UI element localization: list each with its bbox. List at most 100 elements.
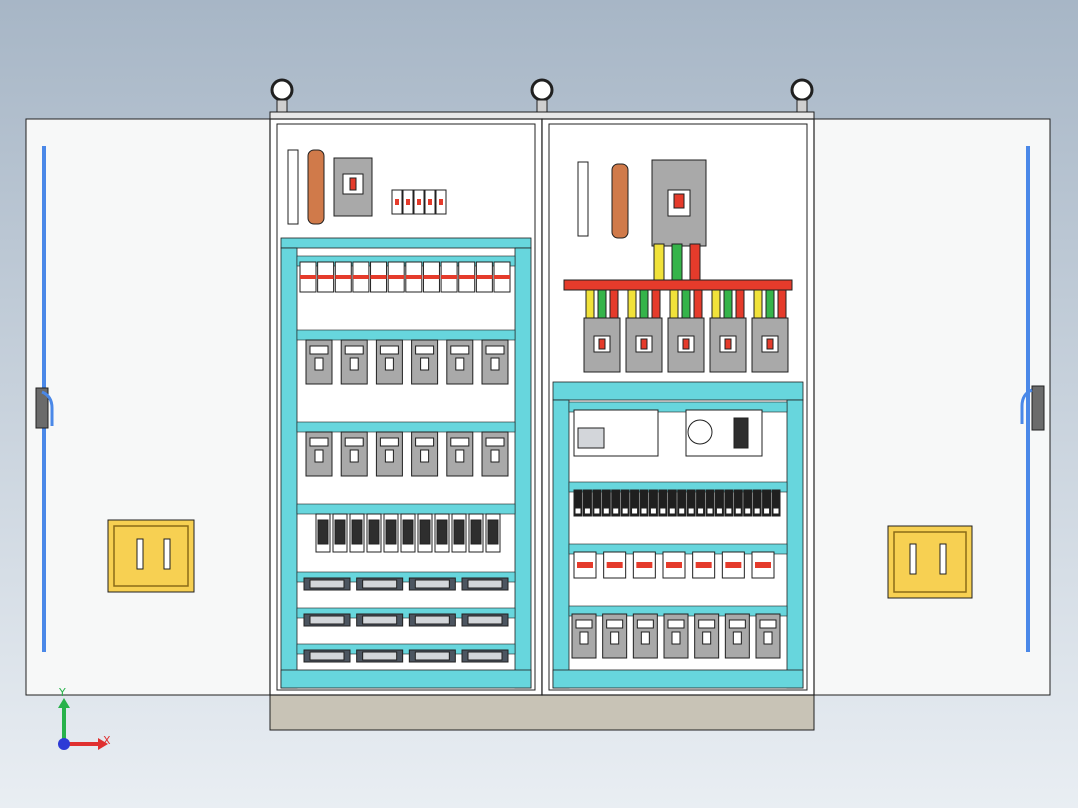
small-breaker-7[interactable] [751,551,775,579]
terminal-12[interactable] [493,261,511,293]
right-incoming-breaker[interactable] [651,159,707,247]
feeder-breaker-5[interactable] [751,289,789,373]
terminal-block-20[interactable] [752,489,762,517]
breaker-1[interactable] [305,431,333,477]
terminal-block-13[interactable] [686,489,696,517]
breaker-toggle[interactable] [640,631,650,645]
connector-4[interactable] [461,613,509,627]
small-breaker-5[interactable] [435,189,447,215]
connector-2[interactable] [356,613,404,627]
terminal-block-3[interactable] [592,489,602,517]
connector-3[interactable] [408,577,456,591]
right-incoming-breaker-toggle[interactable] [673,193,685,209]
small-breaker-toggle[interactable] [725,562,742,568]
breaker-6[interactable] [724,613,750,659]
breaker-toggle[interactable] [384,357,394,371]
relay-11[interactable] [485,513,501,553]
breaker-toggle[interactable] [490,357,500,371]
feeder-breaker-toggle[interactable] [766,338,774,350]
terminal-1[interactable] [299,261,317,293]
breaker-2[interactable] [340,339,368,385]
terminal-block-9[interactable] [648,489,658,517]
relay-3[interactable] [349,513,365,553]
left-door-handle[interactable] [107,519,195,593]
small-breaker-1[interactable] [391,189,403,215]
small-breaker-toggle[interactable] [577,562,593,568]
left-main-breaker[interactable] [333,157,373,217]
feeder-breaker-4[interactable] [709,289,747,373]
breaker-toggle[interactable] [420,357,430,371]
breaker-1[interactable] [571,613,597,659]
feeder-breaker-toggle[interactable] [682,338,690,350]
breaker-4[interactable] [411,339,439,385]
breaker-5[interactable] [446,339,474,385]
connector-2[interactable] [356,649,404,663]
connector-1[interactable] [303,613,351,627]
small-breaker-1[interactable] [573,551,597,579]
breaker-toggle[interactable] [732,631,742,645]
breaker-toggle[interactable] [610,631,620,645]
terminal-block-10[interactable] [658,489,668,517]
small-breaker-toggle[interactable] [666,562,682,568]
relay-7[interactable] [417,513,433,553]
right-door-latch[interactable] [1031,385,1045,431]
terminal-block-19[interactable] [743,489,753,517]
breaker-1[interactable] [305,339,333,385]
feeder-breaker-1[interactable] [583,289,621,373]
breaker-toggle[interactable] [671,631,681,645]
breaker-toggle[interactable] [702,631,712,645]
small-breaker-toggle[interactable] [439,199,443,205]
relay-4[interactable] [366,513,382,553]
breaker-toggle[interactable] [314,449,324,463]
terminal-block-6[interactable] [620,489,630,517]
breaker-3[interactable] [632,613,658,659]
small-breaker-toggle[interactable] [428,199,432,205]
breaker-2[interactable] [340,431,368,477]
terminal-block-7[interactable] [630,489,640,517]
right-door[interactable] [813,118,1051,696]
terminal-block-11[interactable] [667,489,677,517]
small-breaker-6[interactable] [721,551,745,579]
breaker-toggle[interactable] [314,357,324,371]
small-breaker-2[interactable] [402,189,414,215]
relay-1[interactable] [315,513,331,553]
breaker-toggle[interactable] [349,357,359,371]
relay-10[interactable] [468,513,484,553]
breaker-5[interactable] [694,613,720,659]
terminal-7[interactable] [405,261,423,293]
terminal-2[interactable] [317,261,335,293]
small-breaker-toggle[interactable] [755,562,771,568]
connector-1[interactable] [303,649,351,663]
feeder-breaker-3[interactable] [667,289,705,373]
terminal-4[interactable] [352,261,370,293]
breaker-4[interactable] [411,431,439,477]
small-breaker-4[interactable] [424,189,436,215]
connector-3[interactable] [408,649,456,663]
terminal-block-1[interactable] [573,489,583,517]
breaker-2[interactable] [602,613,628,659]
connector-1[interactable] [303,577,351,591]
terminal-block-5[interactable] [611,489,621,517]
relay-2[interactable] [332,513,348,553]
small-breaker-toggle[interactable] [636,562,653,568]
breaker-toggle[interactable] [349,449,359,463]
connector-2[interactable] [356,577,404,591]
terminal-11[interactable] [475,261,493,293]
small-breaker-5[interactable] [692,551,716,579]
terminal-block-8[interactable] [639,489,649,517]
breaker-toggle[interactable] [763,631,773,645]
left-copper-bus[interactable] [307,149,325,225]
breaker-toggle[interactable] [384,449,394,463]
left-door[interactable] [25,118,271,696]
terminal-8[interactable] [422,261,440,293]
terminal-block-22[interactable] [771,489,781,517]
breaker-3[interactable] [375,431,403,477]
small-breaker-toggle[interactable] [417,199,421,205]
left-main-breaker-toggle[interactable] [349,177,357,191]
feeder-breaker-2[interactable] [625,289,663,373]
feeder-breaker-toggle[interactable] [640,338,648,350]
terminal-block-14[interactable] [696,489,706,517]
feeder-breaker-toggle[interactable] [724,338,732,350]
left-terminal-strip[interactable] [287,149,299,225]
relay-9[interactable] [451,513,467,553]
